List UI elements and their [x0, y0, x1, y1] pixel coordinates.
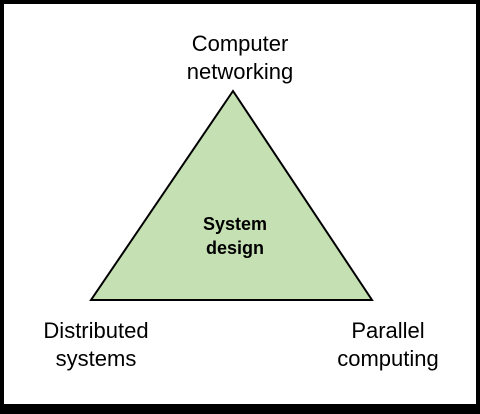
center-label: System design: [165, 212, 305, 260]
vertex-label-top-line1: Computer: [191, 31, 289, 56]
center-label-line1: System: [202, 214, 268, 234]
vertex-label-top-line2: networking: [186, 59, 294, 84]
vertex-label-bottom-left-line1: Distributed: [43, 318, 149, 343]
triangle-diagram: [89, 89, 374, 301]
vertex-label-bottom-right-line1: Parallel: [351, 318, 425, 343]
system-design-triangle: [89, 89, 374, 301]
vertex-label-bottom-left: Distributed systems: [16, 317, 176, 373]
vertex-label-bottom-left-line2: systems: [55, 346, 137, 371]
vertex-label-bottom-right: Parallel computing: [308, 317, 468, 373]
vertex-label-bottom-right-line2: computing: [337, 346, 439, 371]
diagram-canvas: Computer networking System design Distri…: [4, 4, 476, 404]
center-label-line2: design: [205, 238, 264, 258]
vertex-label-top: Computer networking: [4, 30, 476, 86]
